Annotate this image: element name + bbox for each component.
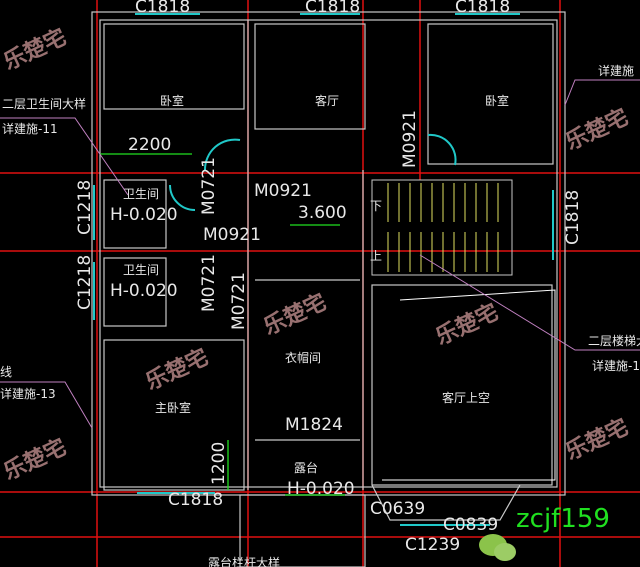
dimension-text: 1200 (209, 442, 229, 485)
callout-text: 详建施-13 (0, 386, 56, 401)
watermark: 乐楚宅 (260, 289, 331, 340)
windows (93, 13, 554, 526)
callout-text: 露台栏杆大样 (208, 555, 280, 567)
door-label: M0721 (199, 254, 219, 312)
door-label: M0721 (199, 157, 219, 215)
door-label: M0921 (400, 110, 420, 168)
level-label: H-0.020 (110, 205, 178, 225)
room-label: 卫生间 (123, 263, 159, 277)
callout-text: 详建施-11 (2, 121, 58, 136)
watermark: 乐楚宅 (142, 344, 213, 395)
window-label: C0839 (443, 515, 498, 535)
callout-text: 二层楼梯大 (588, 333, 640, 348)
watermark: 乐楚宅 (432, 299, 503, 350)
watermark: 乐楚宅 (562, 414, 633, 465)
door-label: M0921 (254, 181, 312, 201)
callout-leaders (0, 79, 640, 429)
door-label: M0721 (229, 272, 249, 330)
window-label: C1218 (75, 180, 95, 235)
door-label: M0921 (203, 225, 261, 245)
window-label: C1818 (563, 190, 583, 245)
void-outline (382, 289, 556, 481)
room-label: 衣帽间 (285, 350, 321, 365)
callout-text: 二层卫生间大样 (2, 96, 86, 111)
dimension-lines (100, 153, 345, 496)
stair (371, 179, 513, 276)
window-label: C1239 (405, 535, 460, 555)
wechat-icon (479, 534, 516, 561)
contact-id: zcjf159 (516, 504, 610, 534)
window-label: C1818 (305, 0, 360, 17)
window-label: C1818 (168, 490, 223, 510)
dimension-text: 2200 (128, 135, 171, 155)
watermark: 乐楚宅 (0, 24, 70, 75)
room-label: 主卧室 (155, 400, 191, 415)
watermark: 乐楚宅 (0, 434, 70, 485)
callout-text: 详建施-1 (592, 358, 640, 373)
door-label: M1824 (285, 415, 343, 435)
level-label: H-0.020 (110, 281, 178, 301)
window-label: C1818 (135, 0, 190, 17)
watermark: 乐楚宅 (562, 104, 633, 155)
level-label: H-0.020 (287, 479, 355, 499)
callout-text: 详建施 (598, 63, 634, 78)
window-label: C1218 (75, 255, 95, 310)
window-label: C0639 (370, 499, 425, 519)
room-label: 卫生间 (123, 187, 159, 201)
level-label: 3.600 (298, 203, 347, 223)
window-label: C1818 (455, 0, 510, 17)
room-label: 露台 (294, 460, 318, 475)
room-label: 客厅上空 (442, 390, 490, 405)
room-label: 卧室 (485, 93, 509, 108)
stair-direction: 上 (370, 249, 382, 263)
room-label: 客厅 (315, 93, 339, 108)
callout-text: 线 (0, 365, 12, 379)
stair-direction: 下 (370, 199, 382, 213)
room-label: 卧室 (160, 93, 184, 108)
